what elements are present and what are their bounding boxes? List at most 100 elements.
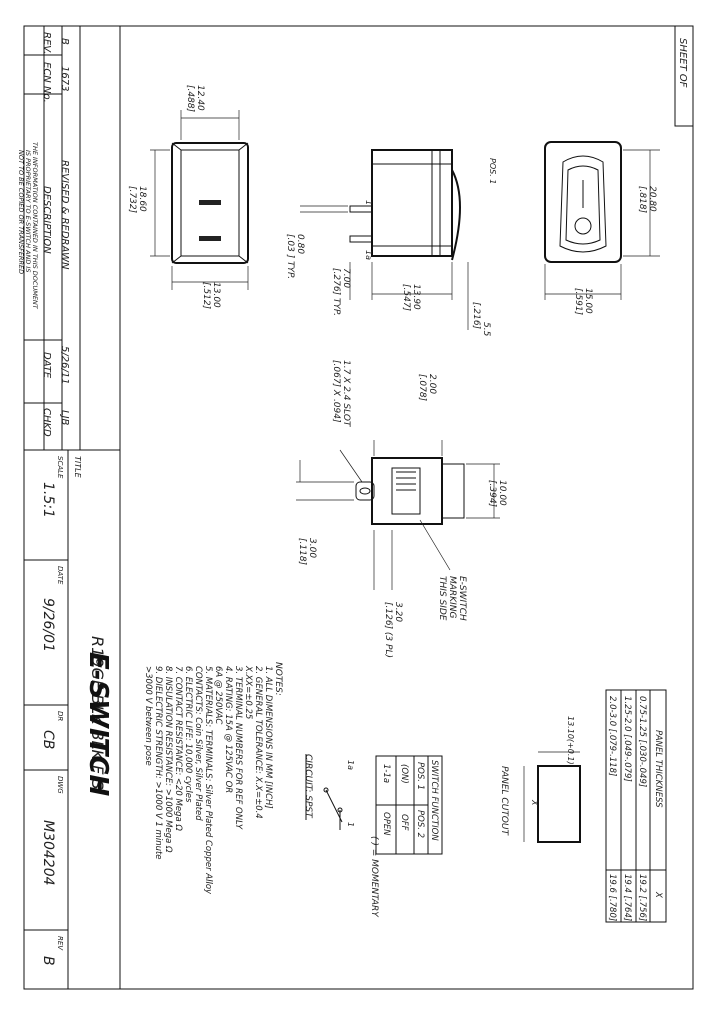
- rev-label: REV: [56, 936, 64, 951]
- note-5: 5. MATERIALS: TERMINALS: Silver Plated C…: [203, 666, 213, 895]
- note-5b: CONTACTS: Coin Silver, Silver Plated: [193, 666, 203, 821]
- note-4: 4. RATING: 15A @ 125VAC OR: [223, 666, 233, 793]
- circuit-t1: 1: [346, 822, 355, 827]
- dim-12-40: 12.40: [195, 85, 205, 111]
- switch-function-title: SWITCH FUNCTION: [429, 760, 439, 841]
- dim-18-60-inch: [.732]: [127, 186, 137, 214]
- note-3: 3. TERMINAL NUMBERS FOR REF ONLY: [233, 666, 243, 830]
- dim-7-00: 7.00: [341, 268, 351, 288]
- ecn-header: ECN No.: [41, 62, 52, 103]
- revision-checked: LJB: [59, 410, 70, 426]
- front-view: 12.40 [.488] 18.60 [.732] 13.00 [.512]: [127, 85, 249, 310]
- note-6: 6. ELECTRIC LIFE: 10,000 cycles: [183, 666, 193, 803]
- pt-row3-x: 19.6 [.780]: [607, 874, 617, 921]
- dim-3-00-inch: [.118]: [297, 538, 307, 566]
- dim-20-80-inch: [.818]: [637, 186, 647, 214]
- dwg-label: DWG: [56, 776, 64, 794]
- sheet-label: SHEET OF: [677, 38, 688, 88]
- terminal-detail-view: 3.00 [.118] 2.00 [.078] 1.7 X 2.4 SLOT […: [296, 360, 507, 658]
- circuit-diagram: CIRCUIT: SPST 1a 1 ( ) = MOMENTARY: [303, 754, 379, 918]
- note-2b: X.XX=±0.25: [243, 665, 253, 719]
- outer-border: [23, 25, 694, 990]
- ecn-value: 1673: [59, 66, 70, 91]
- notes-block: NOTES: 1. ALL DIMENSIONS IN MM [INCH] 2.…: [143, 662, 283, 895]
- slot-dim-inch: [.067] X .094]: [331, 360, 341, 423]
- marking-line-1: E-SWITCH: [457, 576, 467, 621]
- dim-2-00-inch: [.078]: [417, 374, 427, 402]
- sf-row2-pos1: 1-1a: [381, 764, 391, 783]
- drawing-date: 9/26/01: [40, 598, 56, 652]
- sf-row2-pos2: OPEN: [381, 812, 391, 836]
- pos-1-label: POS. 1: [488, 158, 497, 184]
- date-label: DATE: [56, 566, 64, 585]
- panel-cutout: PANEL CUTOUT X 13.10(+0.1): [499, 716, 581, 843]
- rev-header: REV.: [41, 32, 52, 54]
- revision-block: B REV. 1673 ECN No. REVISED & REDRAWN DE…: [17, 25, 121, 451]
- note-1: 1. ALL DIMENSIONS IN MM [INCH]: [263, 666, 273, 809]
- sf-row1-pos1: (ON): [399, 764, 409, 784]
- dim-5-5: 5.5: [481, 322, 491, 337]
- dim-12-40-inch: [.488]: [185, 85, 195, 113]
- pt-row3-thickness: 2.0-3.0 [.079-.118]: [607, 696, 617, 776]
- pt-header-thickness: PANEL THICKNESS: [653, 730, 663, 808]
- sf-header-pos1: POS. 1: [415, 762, 425, 790]
- pt-header-x: X: [653, 891, 663, 898]
- dim-2-00: 2.00: [427, 374, 437, 394]
- description-header: DESCRIPTION: [41, 186, 52, 254]
- dim-3-00: 3.00: [307, 538, 317, 558]
- part-title: R19GF BLK BLK F S: [88, 636, 107, 790]
- side-view: 1 1a POS. 1 0.80 [.03 ] TYP. 7.00 [.276]…: [285, 149, 497, 337]
- note-4b: 6A @ 250VAC: [213, 666, 223, 724]
- dim-15-00: 15.00: [583, 288, 593, 314]
- title-block: TITLE R19GF BLK BLK F S SCALE 1.5:1 DATE…: [23, 449, 121, 990]
- sheet-box: [674, 25, 694, 127]
- dim-20-80: 20.80: [647, 186, 657, 212]
- note-9b: >3000 V between pose: [143, 666, 153, 766]
- note-7: 7. CONTACT RESISTANCE: <20 Mega Ω: [173, 666, 183, 831]
- dim-0-80: 0.80: [295, 234, 305, 254]
- dim-18-60: 18.60: [137, 186, 147, 212]
- marking-line-2: MARKING: [447, 576, 457, 618]
- note-8: 8. INSULATION RESISTANCE: >1000 Mega Ω: [163, 666, 173, 853]
- momentary-note: ( ) = MOMENTARY: [369, 836, 379, 918]
- eswitch-logo: E-SWITCH: [83, 652, 113, 796]
- pt-row1-thickness: 0.75-1.25 [.030-.049]: [637, 696, 647, 787]
- dim-10-00: 10.00: [497, 480, 507, 506]
- cutout-dim: 13.10(+0.1): [566, 716, 575, 765]
- note-9: 9. DIELECTRIC STRENGTH: >1000 V 1 minute: [153, 666, 163, 860]
- terminal-1-label: 1: [364, 200, 373, 205]
- dim-13-00-inch: [.512]: [201, 282, 211, 310]
- pt-row2-thickness: 1.25-2.0 [.049-.079]: [622, 696, 632, 782]
- dim-13-90-inch: [.547]: [401, 284, 411, 312]
- title-rev-value: B: [40, 956, 56, 966]
- dim-5-5-inch: [.216]: [471, 302, 481, 330]
- dr-label: DR: [56, 711, 64, 721]
- sf-header-pos2: POS. 2: [415, 810, 425, 838]
- scale-label: SCALE: [56, 456, 64, 479]
- note-2: 2. GENERAL TOLERANCE: X.X=±0.4: [253, 666, 263, 819]
- notes-title: NOTES:: [273, 662, 283, 696]
- top-view: 20.80 [.818] 15.00 [.591]: [544, 141, 660, 316]
- sf-row1-pos2: OFF: [399, 814, 409, 831]
- dim-13-90: 13.90: [411, 284, 421, 310]
- dim-7-00-inch: [.276] TYP.: [331, 268, 341, 316]
- scale-value: 1.5:1: [40, 482, 56, 518]
- dim-15-00-inch: [.591]: [573, 288, 583, 316]
- pt-row2-x: 19.4 [.764]: [622, 874, 632, 921]
- revision-description: REVISED & REDRAWN: [59, 160, 70, 270]
- date-header: DATE: [41, 352, 52, 379]
- slot-dim: 1.7 X 2.4 SLOT: [341, 360, 351, 428]
- switch-function-table: SWITCH FUNCTION POS. 1 POS. 2 (ON) OFF 1…: [375, 755, 443, 855]
- cutout-x-label: X: [530, 799, 539, 806]
- dim-10-00-inch: [.394]: [487, 480, 497, 508]
- rev-value: B: [59, 38, 70, 45]
- terminal-1a-label: 1a: [364, 250, 373, 260]
- chkd-header: CHKD: [41, 408, 52, 437]
- proprietary-line-3: NOT TO BE COPIED OR TRANSFERRED: [17, 150, 25, 274]
- proprietary-line-1: THE INFORMATION CONTAINED IN THIS DOCUME…: [31, 142, 39, 310]
- dim-0-80-inch: [.03 ] TYP.: [285, 234, 295, 279]
- dim-3-20-inch: [.126] (3 PL): [383, 602, 393, 658]
- dim-13-00: 13.00: [211, 282, 221, 308]
- circuit-t1a: 1a: [346, 760, 355, 770]
